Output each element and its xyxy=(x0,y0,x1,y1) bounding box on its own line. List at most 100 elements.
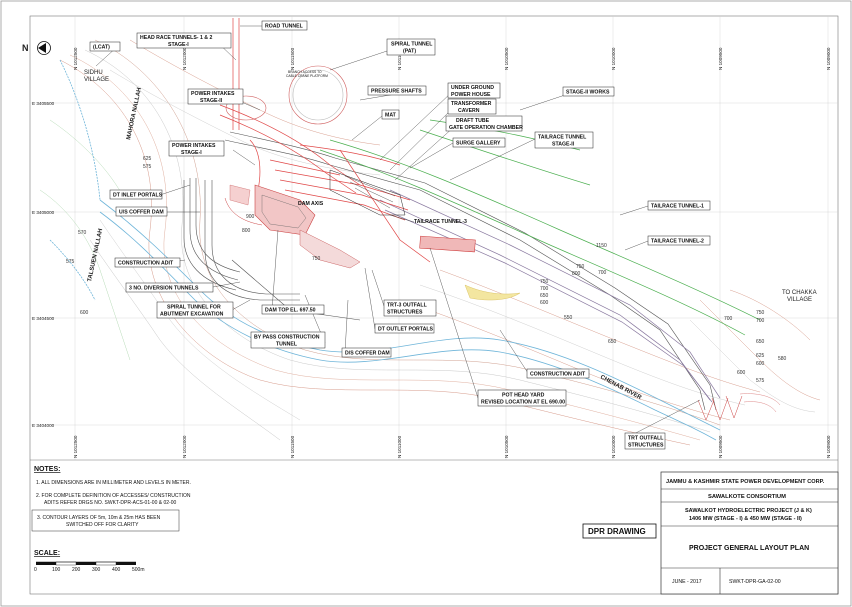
label-dt-inlet-portals: DT INLET PORTALS xyxy=(109,189,163,200)
label-ds-coffer-dam: D/S COFFER DAM xyxy=(341,347,392,358)
svg-text:ABUTMENT EXCAVATION: ABUTMENT EXCAVATION xyxy=(160,312,224,318)
svg-text:STRUCTURES: STRUCTURES xyxy=(628,443,664,449)
grid-label-north: N 1010000 xyxy=(611,435,616,458)
svg-text:POT HEAD YARD: POT HEAD YARD xyxy=(502,393,545,399)
label-dam-axis: DAM AXIS xyxy=(298,201,324,207)
svg-text:ROAD TUNNEL: ROAD TUNNEL xyxy=(265,24,304,30)
note-2: 2. FOR COMPLETE DEFINITION OF ACCESSES/ … xyxy=(36,493,191,499)
scale-tick: 500m xyxy=(132,567,145,573)
label-surge-gallery: SURGE GALLERY xyxy=(452,137,506,148)
label-pressure-shafts: PRESSURE SHAFTS xyxy=(367,85,427,96)
svg-text:DAM TOP EL. 697.50: DAM TOP EL. 697.50 xyxy=(265,308,316,314)
grid-label-north: N 1011500 xyxy=(290,435,295,458)
grid-label-north: N 1012000 xyxy=(182,435,187,458)
title-block-project: SAWALKOT HYDROELECTRIC PROJECT (J & K) xyxy=(685,508,812,514)
grid-label-north: N 1010500 xyxy=(504,435,509,458)
place-sidhu: VILLAGE xyxy=(84,77,109,83)
label-transformer-cavern: TRANSFORMER CAVERN xyxy=(447,98,497,115)
contour-value: 650 xyxy=(608,339,617,345)
contour-value: 580 xyxy=(778,356,787,362)
svg-text:POWER HOUSE: POWER HOUSE xyxy=(451,92,491,98)
contour-value: 1150 xyxy=(596,243,607,249)
svg-text:CONSTRUCTION ADIT: CONSTRUCTION ADIT xyxy=(118,261,174,267)
note-2: ADITS REFER DRGS NO. SWKT-DPR-ACS-01-00 … xyxy=(44,500,176,506)
label-tailrace-tunnel-3: TAILRACE TUNNEL-3 xyxy=(414,219,467,225)
place-chakka: TO CHAKKA xyxy=(782,290,817,296)
grid-labels: E 3405500 E 3405000 E 3404500 E 3404000 … xyxy=(32,47,831,458)
label-tailrace-tunnel-stage-ii: TAILRACE TUNNEL STAGE-II xyxy=(534,131,594,149)
grid-label-north: N 1010000 xyxy=(611,47,616,70)
contour-values: 625 575 570 575 600 900 800 750 700 750 … xyxy=(66,156,787,384)
grid-label-east: E 3404500 xyxy=(32,316,55,321)
notes-block: NOTES: 1. ALL DIMENSIONS ARE IN MILLIMET… xyxy=(31,466,191,532)
contour-value: 750 xyxy=(312,256,321,262)
grid-label-north: N 1009500 xyxy=(718,435,723,458)
contour-value: 700 xyxy=(756,318,765,324)
scale-heading: SCALE: xyxy=(34,550,60,557)
place-sidhu: SIDHU xyxy=(84,70,103,76)
title-block-drawing-title: PROJECT GENERAL LAYOUT PLAN xyxy=(689,545,809,552)
notes-heading: NOTES: xyxy=(34,466,60,473)
scale-tick: 200 xyxy=(72,567,81,573)
dpr-drawing-stamp: DPR DRAWING xyxy=(582,523,657,539)
scale-tick: 300 xyxy=(92,567,101,573)
svg-text:POWER INTAKES: POWER INTAKES xyxy=(172,143,216,149)
svg-text:TRANSFORMER: TRANSFORMER xyxy=(451,101,492,107)
trt-outfall-structures xyxy=(697,393,781,421)
contour-value: 700 xyxy=(540,286,549,292)
note-3: 3. CONTOUR LAYERS OF 5m, 10m & 25m HAS B… xyxy=(37,515,161,521)
contour-value: 625 xyxy=(756,353,765,359)
contour-value: 800 xyxy=(572,271,581,277)
svg-text:TRT OUTFALL: TRT OUTFALL xyxy=(628,436,664,442)
label-construction-adit-right: CONSTRUCTION ADIT xyxy=(526,368,590,379)
svg-text:DPR DRAWING: DPR DRAWING xyxy=(588,527,646,536)
title-block-org: JAMMU & KASHMIR STATE POWER DEVELOPMENT … xyxy=(666,479,825,485)
contour-value: 700 xyxy=(724,316,733,322)
svg-text:STAGE-II: STAGE-II xyxy=(552,142,575,148)
label-mat: MAT xyxy=(381,109,400,120)
label-construction-adit-left: CONSTRUCTION ADIT xyxy=(114,257,181,268)
label-trt-outfall-structures: TRT OUTFALL STRUCTURES xyxy=(624,432,666,450)
title-block-date: JUNE - 2017 xyxy=(672,579,702,585)
contour-value: 625 xyxy=(143,156,152,162)
svg-text:TAILRACE TUNNEL-3: TAILRACE TUNNEL-3 xyxy=(414,219,467,225)
label-us-coffer-dam: U/S COFFER DAM xyxy=(115,206,168,217)
label-bypass-construction-tunnel: BY PASS CONSTRUCTION TUNNEL xyxy=(250,331,326,349)
grid-label-north: N 1011000 xyxy=(397,435,402,458)
contour-value: 575 xyxy=(66,259,75,265)
svg-text:PRESSURE SHAFTS: PRESSURE SHAFTS xyxy=(371,89,422,95)
label-dt-outlet-portals: DT OUTLET PORTALS xyxy=(374,323,435,334)
svg-text:BY PASS CONSTRUCTION: BY PASS CONSTRUCTION xyxy=(254,335,320,341)
svg-text:POWER INTAKES: POWER INTAKES xyxy=(191,91,235,97)
svg-text:DRAFT TUBE: DRAFT TUBE xyxy=(456,118,490,124)
access-roads xyxy=(183,131,717,411)
grid-label-north: N 1011500 xyxy=(290,47,295,70)
svg-text:TRT-3 OUTFALL: TRT-3 OUTFALL xyxy=(387,303,428,309)
contour-value: 550 xyxy=(564,315,573,321)
svg-text:(PAT): (PAT) xyxy=(403,49,416,55)
contour-value: 600 xyxy=(756,361,765,367)
svg-text:SURGE GALLERY: SURGE GALLERY xyxy=(456,141,501,147)
svg-text:CABLE CRANE PLATFORM: CABLE CRANE PLATFORM xyxy=(286,74,328,78)
grid-label-north: N 1010500 xyxy=(504,47,509,70)
svg-text:HEAD RACE TUNNELS- 1 & 2: HEAD RACE TUNNELS- 1 & 2 xyxy=(140,35,212,41)
svg-text:MAT: MAT xyxy=(385,113,397,119)
contour-value: 600 xyxy=(737,370,746,376)
svg-text:DAM AXIS: DAM AXIS xyxy=(298,201,324,207)
grid-label-north: N 1009000 xyxy=(826,47,831,70)
label-trt3-outfall: TRT-3 OUTFALL STRUCTURES xyxy=(383,299,437,317)
label-lcat: (LCAT) xyxy=(89,41,121,52)
note-1: 1. ALL DIMENSIONS ARE IN MILLIMETER AND … xyxy=(36,480,191,486)
svg-text:CAVERN: CAVERN xyxy=(458,108,480,114)
grid-label-north: N 1012500 xyxy=(73,47,78,70)
scale-tick: 100 xyxy=(52,567,61,573)
contour-value: 570 xyxy=(78,230,87,236)
contour-value: 700 xyxy=(598,270,607,276)
grid-label-east: E 3405500 xyxy=(32,101,55,106)
contour-value: 650 xyxy=(756,339,765,345)
contour-value: 800 xyxy=(242,228,251,234)
svg-text:STAGE-II: STAGE-II xyxy=(200,98,223,104)
scale-tick: 400 xyxy=(112,567,121,573)
north-label: N xyxy=(22,43,29,53)
title-block-project: 1406 MW (STAGE - I) & 450 MW (STAGE - II… xyxy=(689,516,802,522)
